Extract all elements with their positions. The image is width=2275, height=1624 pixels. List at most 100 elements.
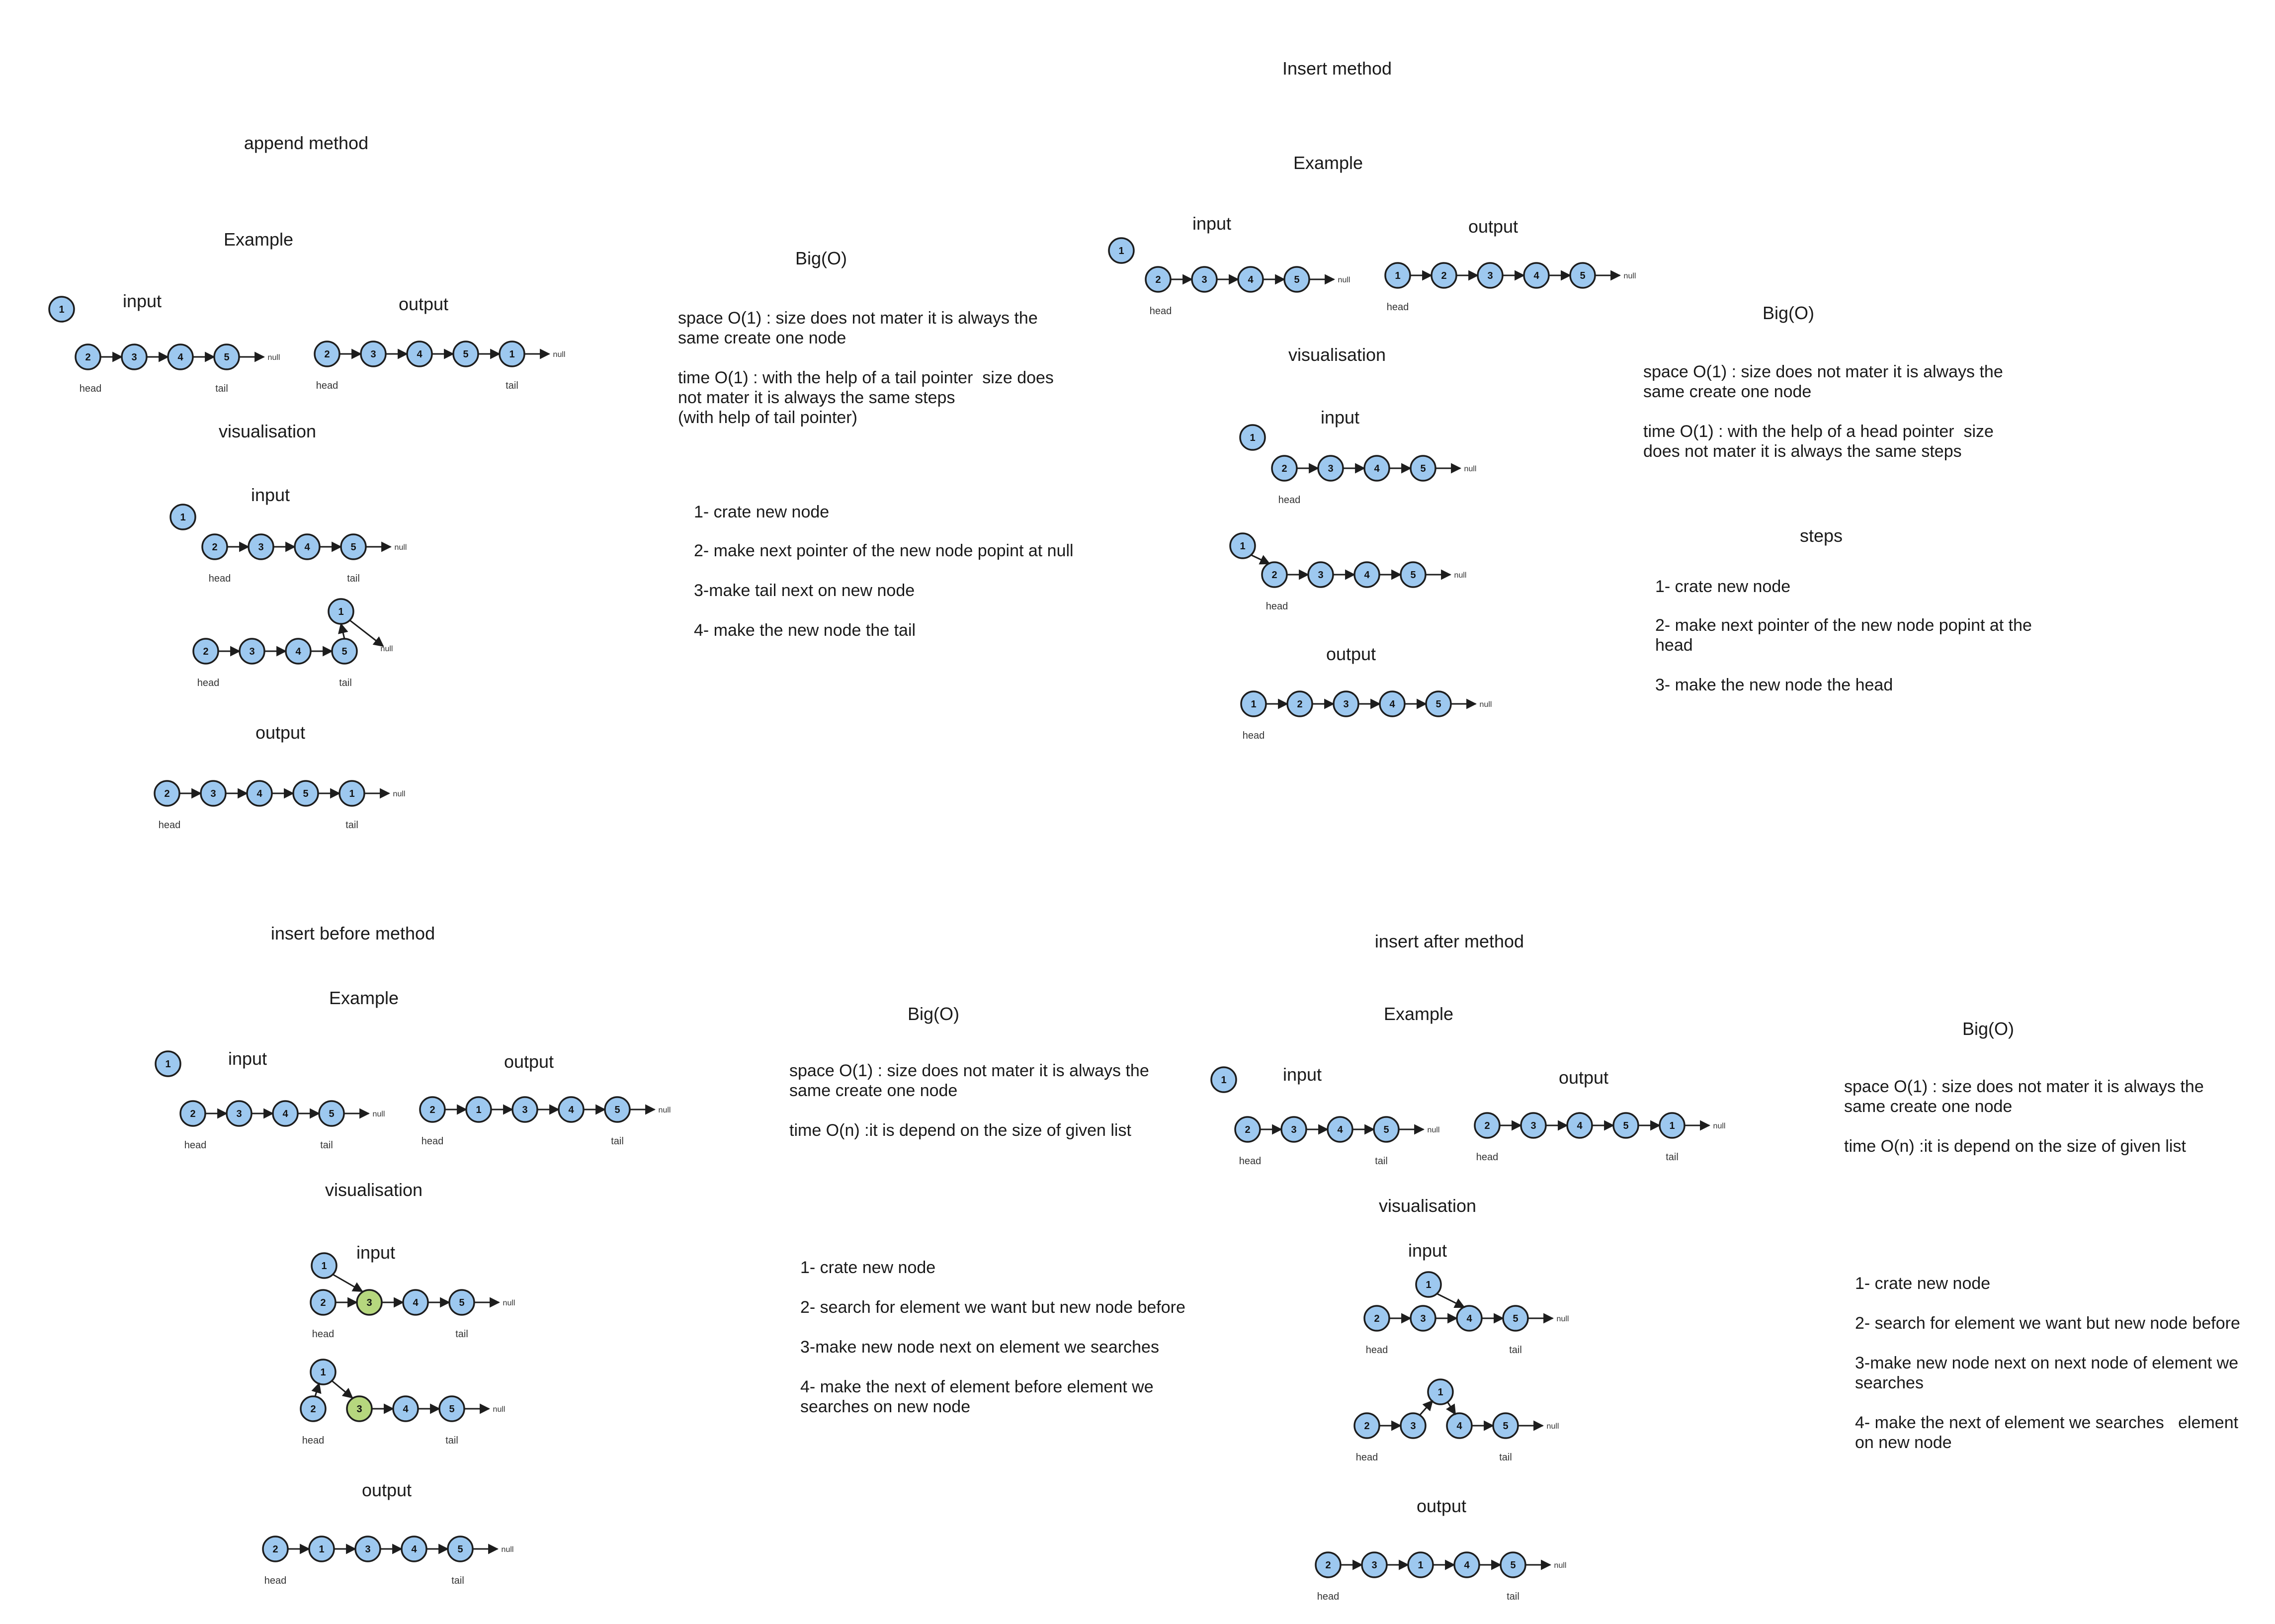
list-node: 5 [340,533,367,560]
null-label: null [503,1299,515,1307]
node-circle [1415,1271,1442,1298]
null-label: null [1428,1126,1440,1134]
tail-label: tail [1499,1452,1512,1463]
list-node: 3 [248,533,274,560]
node-value: 1 [1250,432,1255,443]
list-node: 4 [1363,455,1390,482]
list-node: 3 [1361,1551,1388,1578]
list-node: 3 [1333,690,1359,717]
new-node: 1 [1108,237,1135,264]
after-step-2: 2- search for element we want but new no… [1855,1314,2240,1333]
list-node: 5 [1425,690,1452,717]
new-node: 1 [155,1050,181,1077]
node-value: 2 [1245,1124,1250,1135]
append-vis-input-label: input [251,485,290,505]
append-step-1: 1- crate new node [694,503,830,521]
node-value: 3 [131,352,137,363]
insert-step-2: 2- make next pointer of the new node pop… [1655,616,2032,655]
list-node: 3 [200,780,227,807]
before-time-text: time O(n) :it is depend on the size of g… [789,1121,1131,1140]
after-bigo-label: Big(O) [1962,1019,2015,1039]
head-label: head [1476,1152,1499,1163]
list-node: 4 [1353,561,1380,588]
after-space-text: space O(1) : size does not mater it is a… [1844,1077,2204,1116]
list-node: 3 [360,341,387,367]
after-input-label: input [1282,1064,1322,1085]
node-value: 3 [1201,274,1207,285]
node-value: 2 [190,1109,195,1119]
list-node: 2 [192,638,219,665]
node-value: 5 [329,1109,334,1119]
before-title: insert before method [270,923,435,943]
node-value: 4 [1456,1421,1462,1432]
list-node: 4 [406,341,433,367]
node-value: 5 [457,1544,463,1555]
list-node: 2 [1474,1112,1501,1139]
insert-vis-input-label: input [1320,407,1360,427]
list-node: 3 [354,1536,381,1562]
node-value: 4 [413,1297,419,1308]
list-node: 3 [239,638,265,665]
next-pointer-arrow [1436,1292,1465,1308]
tail-label: tail [445,1435,458,1446]
node-circle [1229,532,1256,559]
node-value: 5 [341,646,347,657]
list-node: 4 [1379,690,1406,717]
node-circle [1108,237,1135,264]
node-value: 3 [365,1544,370,1555]
node-value: 4 [1577,1120,1583,1131]
node-value: 3 [1530,1120,1536,1131]
list-node: 5 [447,1536,474,1562]
node-value: 1 [320,1367,326,1378]
new-node: 1 [1415,1271,1442,1298]
head-label: head [159,820,181,831]
list-node: 3 [1317,455,1344,482]
head-label: head [316,380,338,391]
node-value: 3 [1487,270,1493,281]
node-value: 4 [1389,699,1395,710]
head-label: head [302,1435,325,1446]
node-value: 1 [319,1544,324,1555]
next-pointer-arrow [1250,554,1270,565]
list-node: 2 [1286,690,1313,717]
node-value: 5 [1503,1421,1508,1432]
null-label: null [1624,272,1636,280]
head-label: head [1366,1345,1388,1356]
list-node: 5 [292,780,319,807]
list-node: 5 [1492,1412,1519,1439]
new-node: 1 [1229,532,1256,559]
node-value: 5 [463,349,468,360]
node-value: 4 [295,646,301,657]
after-vis-input-label: input [1408,1240,1447,1261]
tail-label: tail [347,573,360,584]
node-value: 5 [224,352,229,363]
before-example-label: Example [329,988,399,1008]
list-node: 3 [356,1289,383,1316]
null-label: null [381,645,393,653]
node-value: 2 [429,1105,435,1115]
list-node: 2 [1261,561,1288,588]
null-label: null [493,1405,506,1414]
null-label: null [373,1110,385,1118]
null-label: null [1547,1422,1559,1431]
append-step-3: 3-make tail next on new node [694,581,915,600]
after-step-4: 4- make the next of element we searches … [1855,1413,2239,1452]
node-value: 1 [1240,541,1245,552]
list-node: 3 [1191,266,1218,293]
node-value: 4 [177,352,183,363]
node-value: 2 [1271,570,1277,581]
list-node: 5 [1410,455,1436,482]
node-value: 3 [1371,1560,1377,1571]
list-node: 3 [346,1395,373,1422]
new-node: 1 [328,598,354,625]
list-node: 3 [1280,1116,1307,1143]
node-value: 3 [1318,570,1323,581]
list-node: 1 [338,780,365,807]
list-node: 3 [121,343,148,370]
node-value: 2 [1281,463,1287,474]
tail-label: tail [455,1329,468,1340]
node-value: 2 [1364,1421,1369,1432]
after-example-label: Example [1383,1004,1454,1024]
node-circle [300,1395,327,1422]
